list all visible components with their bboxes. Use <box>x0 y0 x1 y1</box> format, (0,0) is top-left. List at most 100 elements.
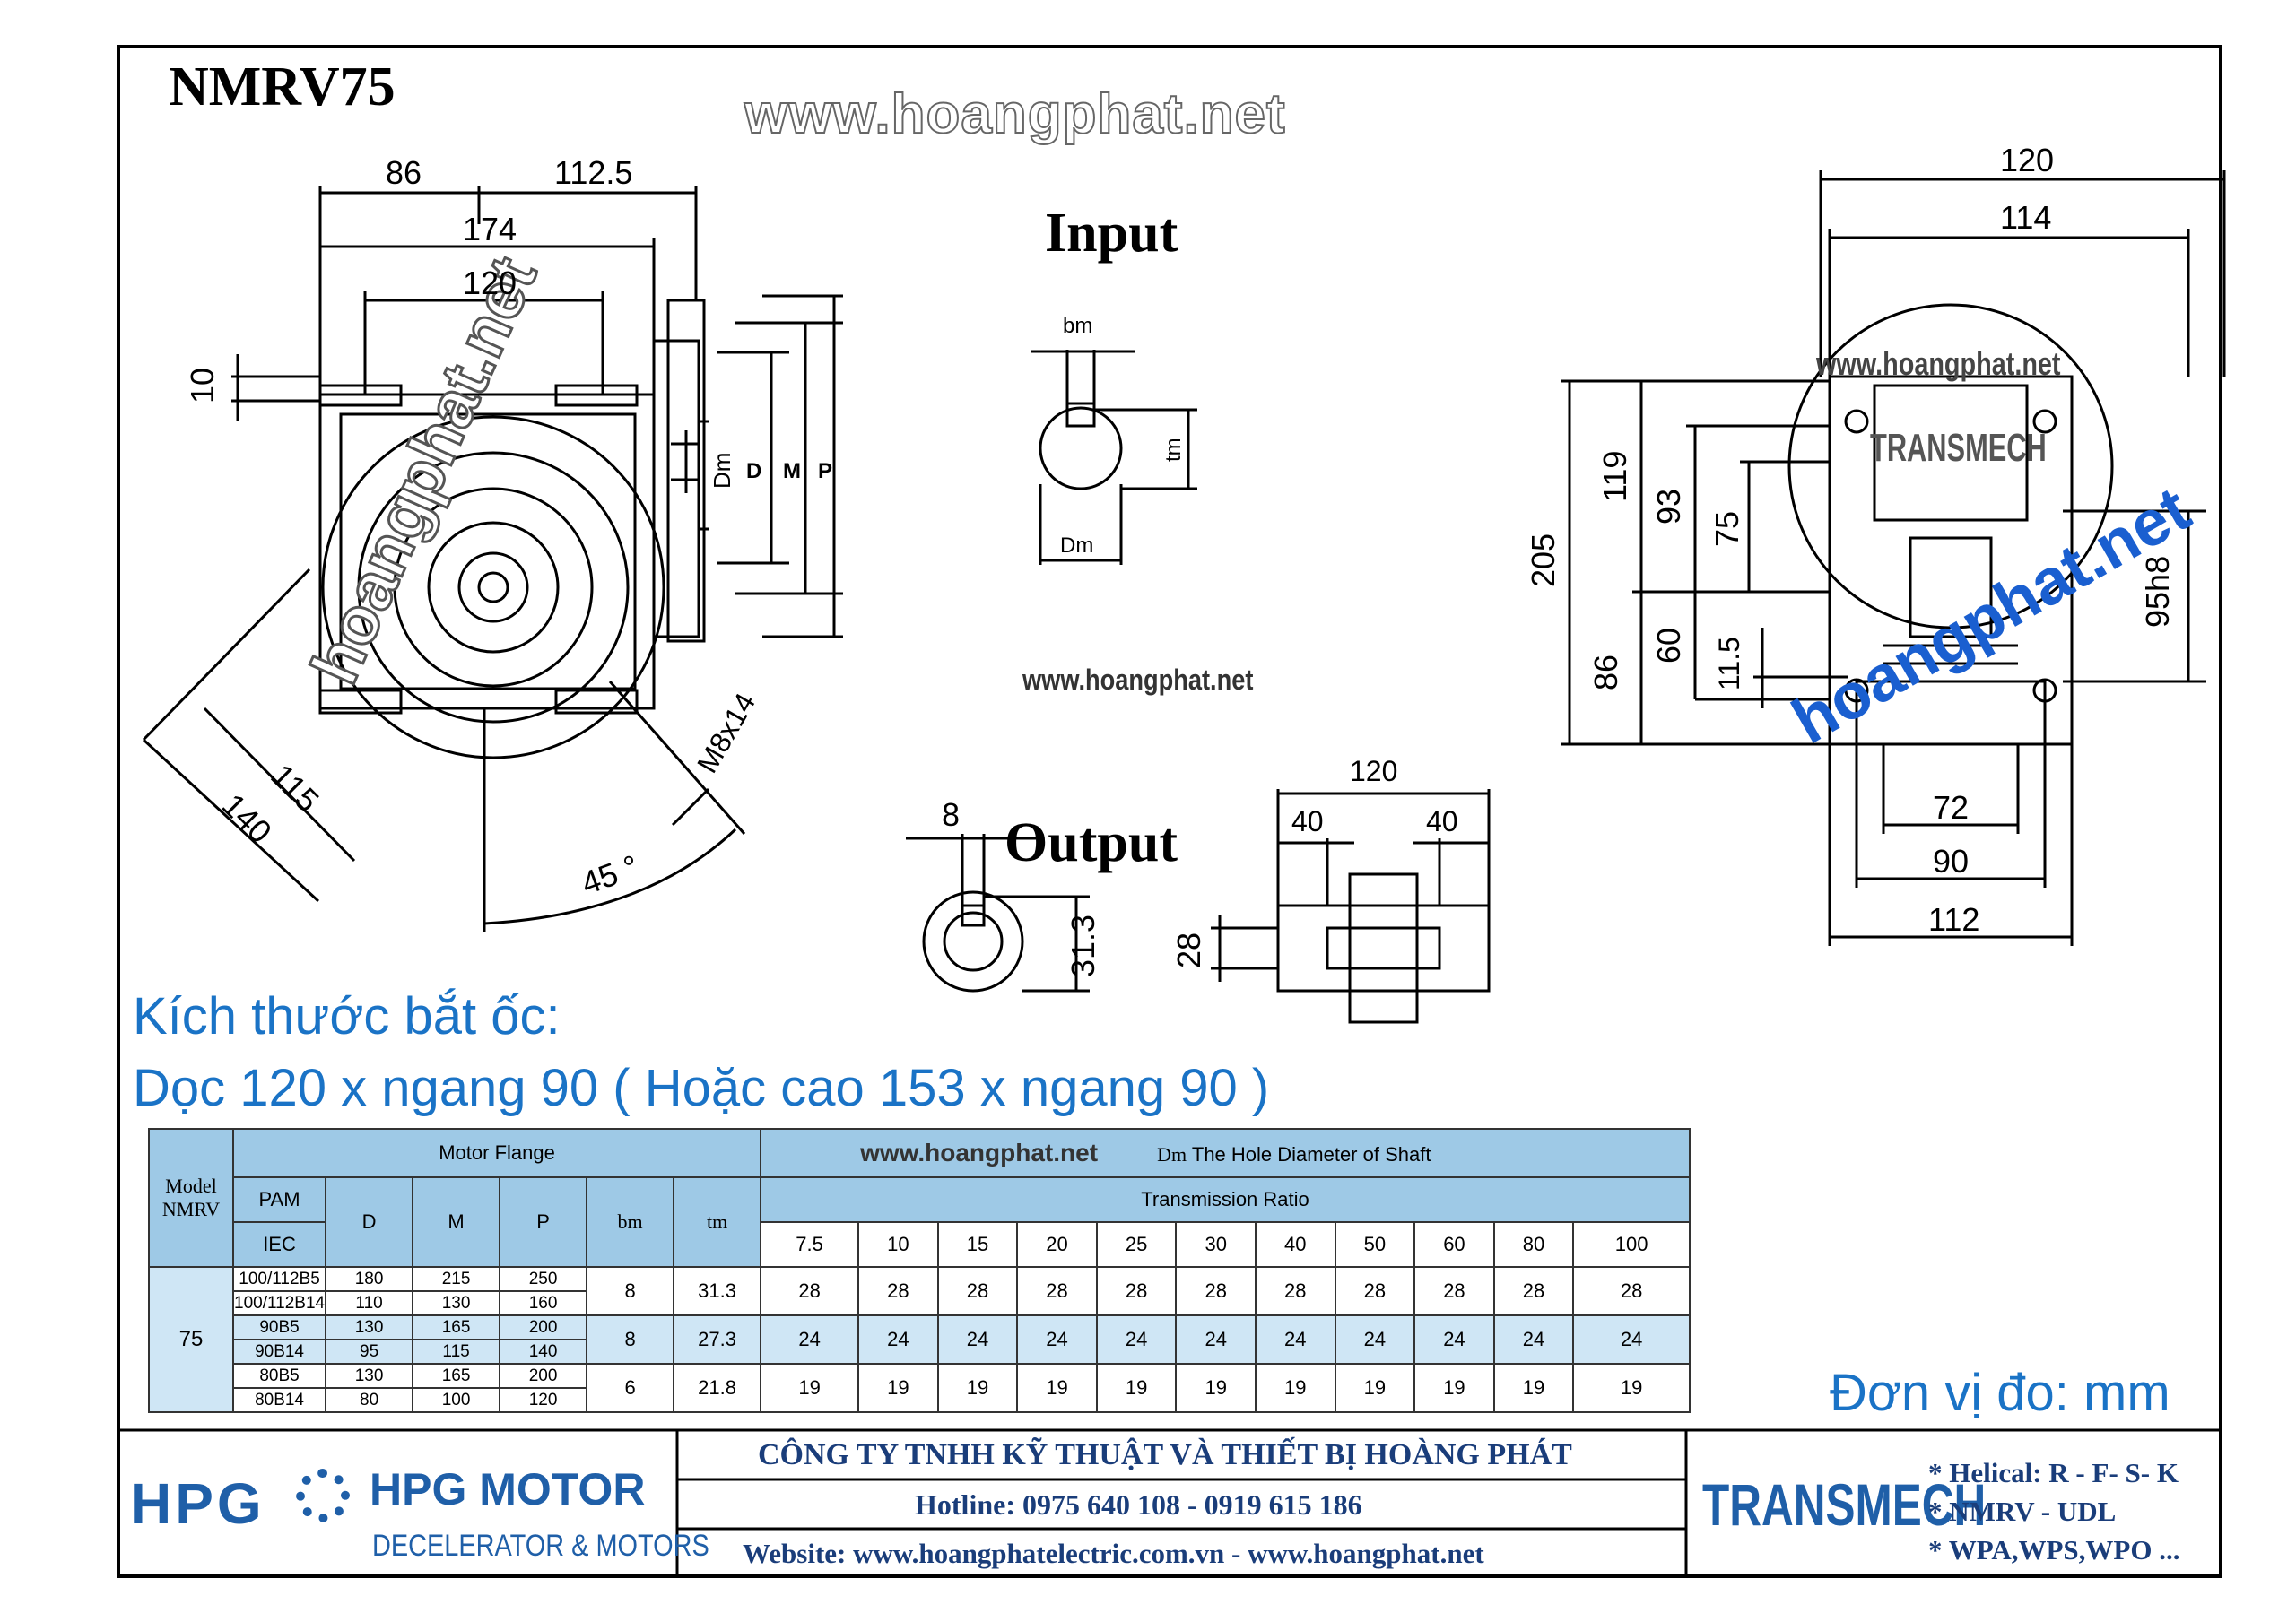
table-cell: 28 <box>1254 1266 1336 1316</box>
table-cell: 19 <box>1095 1363 1178 1413</box>
dim-75: 75 <box>1709 510 1745 547</box>
dim-side-120: 120 <box>2000 142 2055 178</box>
dim-72: 72 <box>1933 789 1970 826</box>
unit-note: Đơn vị đo: mm <box>1830 1364 2170 1422</box>
table-cell: 19 <box>1016 1363 1098 1413</box>
table-cell: 130 <box>412 1290 501 1316</box>
table-cell: 95 <box>325 1339 414 1365</box>
table-cell: 200 <box>499 1363 588 1389</box>
dim-bm: bm <box>1063 314 1093 338</box>
table-cell: 80 <box>325 1387 414 1413</box>
table-cell: 6 <box>586 1363 675 1413</box>
ratio: 50 <box>1334 1221 1416 1268</box>
brand-stamp: TRANSMECH <box>1870 426 2047 470</box>
hpg-logo: HPG <box>130 1471 265 1536</box>
table-cell: 200 <box>499 1314 588 1340</box>
table-cell: 90B14 <box>231 1339 327 1365</box>
table-dm-b: The Hole Diameter of Shaft <box>1191 1143 1431 1166</box>
table-cell: 215 <box>412 1266 501 1292</box>
dim-95h8: 95h8 <box>2139 555 2176 628</box>
table-cell: 24 <box>857 1314 939 1365</box>
input-shaft-detail <box>1031 350 1197 565</box>
table-watermark: www.hoangphat.net <box>860 1139 1099 1167</box>
footer-product-1: * Helical: R - F- S- K <box>1928 1457 2179 1488</box>
ratio: 7.5 <box>760 1221 860 1268</box>
table-cell: 250 <box>499 1266 588 1292</box>
dim-90: 90 <box>1933 843 1970 880</box>
footer-hotline: Hotline: 0975 640 108 - 0919 615 186 <box>915 1488 1362 1521</box>
dim-Dm: Dm <box>1060 533 1094 558</box>
footer-company: CÔNG TY TNHH KỸ THUẬT VÀ THIẾT BỊ HOÀNG … <box>758 1438 1572 1471</box>
table-cell: 28 <box>1334 1266 1416 1316</box>
ratio: 20 <box>1016 1221 1098 1268</box>
table-cell: 28 <box>1492 1266 1575 1316</box>
dim-11-5: 11.5 <box>1713 637 1745 690</box>
table-cell: 115 <box>412 1339 501 1365</box>
footer-tagline: DECELERATOR & MOTORS <box>372 1529 709 1563</box>
table-cell: 21.8 <box>673 1363 762 1413</box>
table-model-label: Model NMRV <box>148 1128 234 1268</box>
table-transmission-ratio: Transmission Ratio <box>760 1176 1691 1223</box>
table-cell: 19 <box>1254 1363 1336 1413</box>
dim-86: 86 <box>386 154 422 191</box>
table-cell: 165 <box>412 1314 501 1340</box>
dim-120: 120 <box>463 265 517 301</box>
table-col-M: M <box>412 1176 501 1268</box>
footer-grid <box>117 1428 2222 1578</box>
table-cell: 8 <box>586 1266 675 1316</box>
dim-out-40a: 40 <box>1292 805 1324 837</box>
ratio: 30 <box>1175 1221 1257 1268</box>
table-cell: 19 <box>1572 1363 1691 1413</box>
table-col-bm: bm <box>586 1176 675 1268</box>
table-cell: 19 <box>1413 1363 1495 1413</box>
dim-8: 8 <box>942 796 961 833</box>
table-cell: 28 <box>1175 1266 1257 1316</box>
table-cell: 180 <box>325 1266 414 1292</box>
watermark-side: www.hoangphat.net <box>1816 345 2061 382</box>
dim-M: M <box>783 459 801 483</box>
table-cell: 19 <box>1175 1363 1257 1413</box>
table-cell: 24 <box>1095 1314 1178 1365</box>
gear-icon <box>296 1469 350 1522</box>
drawing-frame <box>117 45 2222 1578</box>
table-dm-a: Dm <box>1157 1143 1187 1166</box>
dim-93: 93 <box>1650 488 1687 525</box>
dim-tm: tm <box>1161 438 1186 462</box>
table-cell: 24 <box>1016 1314 1098 1365</box>
dim-112-5: 112.5 <box>554 154 633 191</box>
dim-174: 174 <box>463 211 517 247</box>
table-col-tm: tm <box>673 1176 762 1268</box>
ratio: 25 <box>1095 1221 1178 1268</box>
ratio: 40 <box>1254 1221 1336 1268</box>
table-pam: PAM <box>231 1176 327 1223</box>
spec-table: Model NMRV Motor Flange www.hoangphat.ne… <box>148 1128 1691 1413</box>
dim-out-40b: 40 <box>1426 805 1458 837</box>
table-cell: 24 <box>1334 1314 1416 1365</box>
table-cell: 19 <box>1492 1363 1575 1413</box>
table-cell: 28 <box>936 1266 1019 1316</box>
dim-119: 119 <box>1596 450 1633 502</box>
table-cell: 28 <box>1095 1266 1178 1316</box>
mount-line-1: Kích thước bắt ốc: <box>133 987 561 1045</box>
table-cell: 90B5 <box>231 1314 327 1340</box>
table-cell: 31.3 <box>673 1266 762 1316</box>
table-iec: IEC <box>231 1221 327 1268</box>
table-cell: 110 <box>325 1290 414 1316</box>
dim-out-120: 120 <box>1350 755 1398 787</box>
output-label: Output <box>1004 812 1178 873</box>
dim-60: 60 <box>1650 627 1687 664</box>
table-col-P: P <box>499 1176 588 1268</box>
ratio: 60 <box>1413 1221 1495 1268</box>
input-label: Input <box>1045 203 1178 264</box>
footer-product-2: * NMRV - UDL <box>1928 1496 2117 1527</box>
dim-P: P <box>818 459 833 483</box>
table-cell: 8 <box>586 1314 675 1365</box>
table-cell: 140 <box>499 1339 588 1365</box>
dim-31-3: 31.3 <box>1065 914 1101 977</box>
footer-transmech: TRANSMECH <box>1702 1471 1987 1538</box>
table-cell: 28 <box>760 1266 860 1316</box>
table-cell: 120 <box>499 1387 588 1413</box>
watermark-top: www.hoangphat.net <box>744 82 1286 146</box>
footer-brand: HPG MOTOR <box>370 1464 646 1514</box>
